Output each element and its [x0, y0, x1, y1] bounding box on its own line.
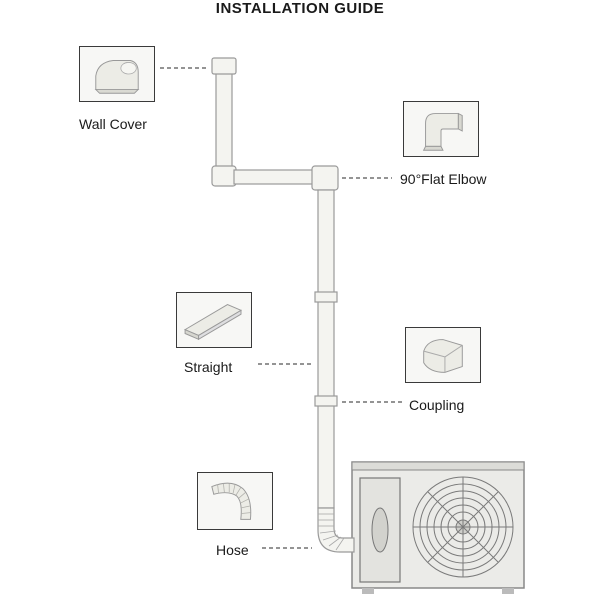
flat-elbow-thumbnail	[403, 101, 479, 157]
hose-label: Hose	[216, 542, 249, 558]
coupling-icon	[423, 339, 463, 373]
page-title: INSTALLATION GUIDE	[215, 0, 385, 17]
hose-thumbnail	[197, 472, 273, 530]
duct-line-set	[211, 57, 355, 553]
straight-label: Straight	[184, 359, 233, 375]
flat-elbow-label: 90°Flat Elbow	[400, 171, 487, 187]
wall-cover-label: Wall Cover	[79, 116, 147, 132]
flat-elbow-icon	[422, 112, 463, 151]
straight-thumbnail	[176, 292, 252, 348]
coupling-label: Coupling	[409, 397, 465, 413]
coupling-thumbnail	[405, 327, 481, 383]
wall-cover-icon	[94, 60, 140, 94]
wall-cover-thumbnail	[79, 46, 155, 102]
outdoor-unit	[351, 461, 525, 594]
hose-icon	[211, 482, 252, 520]
straight-duct-icon	[184, 304, 243, 341]
fan-grille	[412, 476, 514, 578]
